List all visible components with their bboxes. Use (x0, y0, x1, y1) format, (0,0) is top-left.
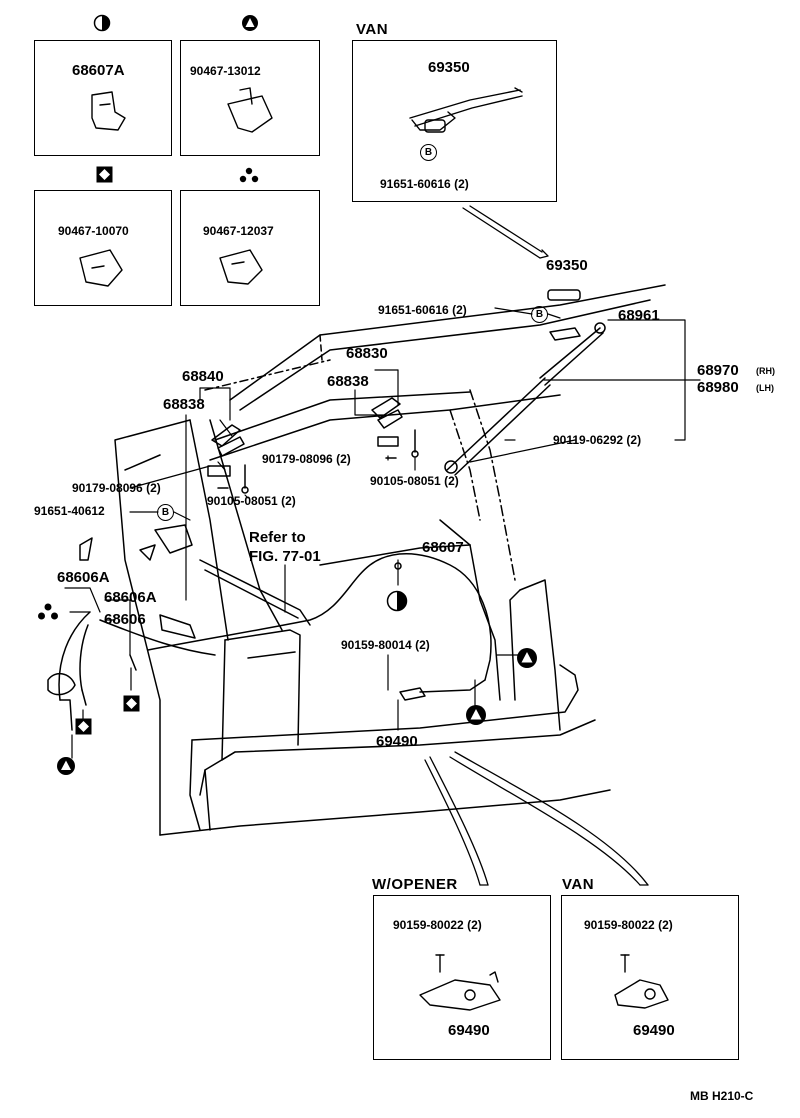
w-opener-part-number: 69490 (448, 1022, 490, 1039)
callout-90179-08096-left: 90179-08096 (2) (72, 481, 161, 495)
triangle-in-circle-icon-4 (466, 705, 486, 725)
w-opener-fastener: 90159-80022 (2) (393, 918, 482, 932)
van-bottom-part-number: 69490 (633, 1022, 675, 1039)
detail-box-van-69490 (561, 895, 739, 1060)
gas-strut-assembly (444, 289, 606, 476)
hinge-right (371, 397, 419, 459)
van-bottom-fastener: 90159-80022 (2) (584, 918, 673, 932)
b-symbol-icon: B (420, 144, 437, 161)
callout-90179-08096-right: 90179-08096 (2) (262, 452, 351, 466)
callout-68838-right: 68838 (327, 373, 369, 390)
b-symbol-letter-3: B (161, 507, 170, 518)
van-top-part-number: 69350 (428, 59, 470, 76)
callout-90119-06292: 90119-06292 (2) (553, 433, 642, 447)
callout-91651-60616: 91651-60616 (2) (378, 303, 467, 317)
b-symbol-icon-3: B (157, 504, 174, 521)
b-symbol-letter: B (424, 147, 433, 158)
callout-68606a-1: 68606A (57, 569, 110, 586)
lock-cable-68607 (147, 553, 492, 701)
callout-91651-40612: 91651-40612 (34, 504, 105, 518)
diamond-in-square-icon-2 (123, 695, 140, 712)
diamond-in-square-icon (96, 166, 113, 183)
callout-68980: 68980 (697, 379, 739, 396)
detail-box-w-opener-69490 (373, 895, 551, 1060)
callout-90159-80014: 90159-80014 (2) (341, 638, 430, 652)
callout-68607: 68607 (422, 539, 464, 556)
w-opener-title: W/OPENER (372, 876, 458, 893)
callout-68838-left: 68838 (163, 396, 205, 413)
callout-90105-08051-right: 90105-08051 (2) (370, 474, 459, 488)
hinge-left (207, 424, 249, 494)
callout-90105-08051-left: 90105-08051 (2) (207, 494, 296, 508)
callout-69490: 69490 (376, 733, 418, 750)
van-bottom-title: VAN (562, 876, 595, 893)
triangle-in-circle-icon-3 (517, 648, 537, 668)
b-symbol-letter-2: B (535, 309, 544, 320)
detail-part-drawings (79, 87, 669, 1011)
three-dots-icon-2 (38, 603, 58, 620)
b-symbol-icon-2: B (531, 306, 548, 323)
callout-refer-to: Refer to (249, 529, 306, 546)
callout-68606a-2: 68606A (104, 589, 157, 606)
leader-lines (64, 307, 701, 759)
callout-68840: 68840 (182, 368, 224, 385)
triangle-in-circle-icon-2 (57, 757, 75, 775)
hatch-inner-rod (199, 559, 311, 626)
hatch-door-outline (204, 284, 666, 581)
callout-68961: 68961 (618, 307, 660, 324)
vehicle-body-outline (114, 419, 611, 836)
half-circle-icon (93, 14, 111, 32)
callout-fig-77-01: FIG. 77-01 (249, 548, 321, 565)
diamond-in-square-icon-3 (75, 718, 92, 735)
three-dots-icon (239, 167, 259, 183)
detail-box-90467-13012 (180, 40, 320, 156)
footer-drawing-code: MB H210-C (690, 1089, 754, 1103)
van-top-title: VAN (356, 21, 389, 38)
half-circle-icon-2 (386, 590, 408, 612)
triangle-in-circle-icon (242, 15, 258, 31)
box-d-part-number: 90467-12037 (203, 224, 274, 238)
detail-arrows (424, 205, 649, 886)
callout-68970: 68970 (697, 362, 739, 379)
callout-68830: 68830 (346, 345, 388, 362)
van-top-fastener: 91651-60616 (2) (380, 177, 469, 191)
box-b-part-number: 90467-13012 (190, 64, 261, 78)
callout-68606: 68606 (104, 611, 146, 628)
box-a-part-number: 68607A (72, 62, 125, 79)
box-c-part-number: 90467-10070 (58, 224, 129, 238)
callout-rh: (RH) (756, 366, 775, 376)
opener-cable-68606 (47, 524, 216, 731)
detail-box-90467-12037 (180, 190, 320, 306)
detail-box-van-69350 (352, 40, 557, 202)
detail-box-90467-10070 (34, 190, 172, 306)
callout-lh: (LH) (756, 383, 774, 393)
callout-69350: 69350 (546, 257, 588, 274)
detail-box-68607a (34, 40, 172, 156)
